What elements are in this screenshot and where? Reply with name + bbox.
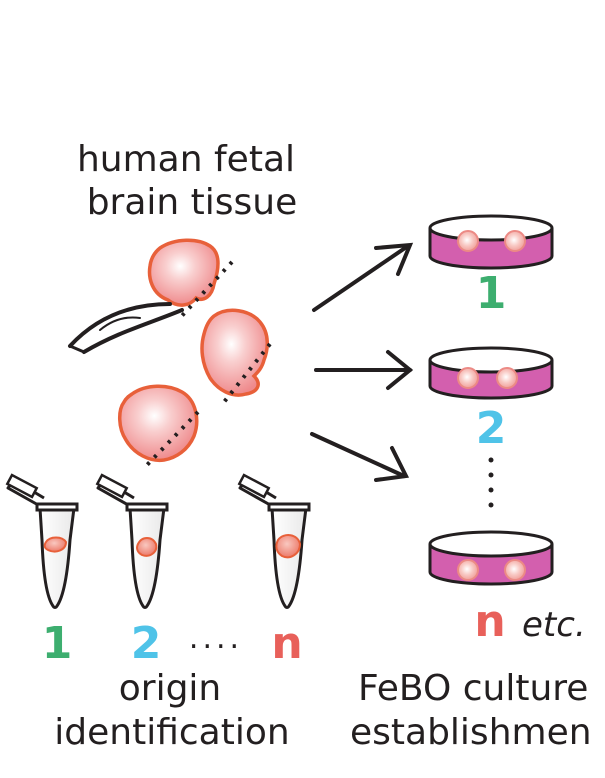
dish-label-2: 2 [476, 403, 507, 454]
arrow-to-dish-n [310, 432, 410, 482]
petri-dish-1 [428, 214, 554, 270]
tube-1 [5, 473, 79, 609]
etc-label: etc. [522, 605, 586, 645]
title-line-1: human fetal [77, 139, 295, 180]
tube-ellipsis: .... [189, 621, 243, 656]
tube-n [237, 473, 311, 609]
tube-label-2: 2 [131, 618, 162, 669]
tissue-piece-3 [118, 384, 200, 468]
origin-caption-line-2: identification [54, 712, 289, 753]
tube-2 [95, 473, 169, 609]
culture-caption-line-2: establishmen [350, 712, 592, 753]
petri-dish-n [428, 530, 554, 586]
title-line-2: brain tissue [87, 182, 298, 223]
culture-caption-line-1: FeBO culture [358, 668, 588, 709]
scissors-icon [68, 302, 184, 354]
tube-label-1: 1 [42, 618, 73, 669]
tissue-piece-2 [200, 308, 272, 404]
arrow-to-dish-1 [312, 242, 414, 312]
tube-label-n: n [271, 618, 302, 669]
arrow-to-dish-2 [314, 350, 414, 390]
origin-caption-line-1: origin [119, 668, 222, 709]
petri-dish-2 [428, 346, 554, 400]
tissue-piece-1 [147, 238, 234, 322]
vertical-ellipsis [488, 457, 494, 508]
dish-label-1: 1 [476, 268, 507, 319]
dish-label-n: n [474, 596, 505, 647]
